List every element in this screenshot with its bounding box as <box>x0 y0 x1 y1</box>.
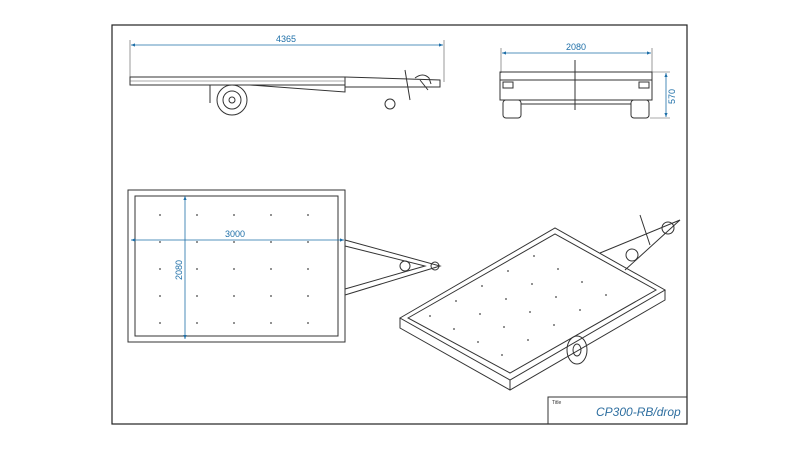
deck-rivet <box>233 322 235 324</box>
deck-rivet <box>477 341 479 343</box>
deck-rivet <box>507 270 509 272</box>
deck-rivet <box>533 255 535 257</box>
deck-rivet <box>453 328 455 330</box>
top-length-dimension: 3000 <box>225 229 245 239</box>
deck-rivet <box>270 322 272 324</box>
rear-height-dimension: 570 <box>667 89 677 104</box>
side-wheel <box>216 84 248 116</box>
deck-rivet <box>307 295 309 297</box>
deck-rivet <box>429 315 431 317</box>
deck-rivet <box>501 354 503 356</box>
deck-rivet <box>233 295 235 297</box>
rear-width-dimension: 2080 <box>566 42 586 52</box>
deck-rivet <box>270 295 272 297</box>
deck-rivet <box>505 298 507 300</box>
deck-rivet <box>196 268 198 270</box>
deck-rivet <box>159 241 161 243</box>
top-width-dimension: 2080 <box>174 260 184 280</box>
deck-rivet <box>196 241 198 243</box>
deck-rivet <box>527 339 529 341</box>
deck-rivet <box>481 285 483 287</box>
deck-rivet <box>581 281 583 283</box>
deck-rivet <box>196 214 198 216</box>
side-length-dimension: 4365 <box>276 34 296 44</box>
title-value: CP300-RB/drop <box>596 405 681 419</box>
rear-view: 2080 570 <box>499 42 677 119</box>
deck-rivet <box>479 313 481 315</box>
deck-rivet <box>557 268 559 270</box>
deck-rivet <box>579 309 581 311</box>
deck-rivet <box>553 324 555 326</box>
deck-rivet <box>455 300 457 302</box>
iso-wheel <box>566 335 588 365</box>
deck-rivet <box>233 268 235 270</box>
title-block: Title CP300-RB/drop <box>547 396 687 424</box>
deck-rivet <box>270 241 272 243</box>
deck-rivet <box>503 326 505 328</box>
deck-rivet <box>531 283 533 285</box>
deck-rivet <box>196 322 198 324</box>
side-view: 4365 <box>129 34 445 116</box>
deck-rivet <box>605 294 607 296</box>
deck-rivet <box>307 214 309 216</box>
deck-rivet <box>159 322 161 324</box>
deck-rivet <box>555 296 557 298</box>
deck-rivet <box>307 268 309 270</box>
deck-rivet <box>233 214 235 216</box>
deck-rivet <box>233 241 235 243</box>
top-view: 3000 2080 <box>127 189 442 343</box>
deck-rivet <box>307 322 309 324</box>
deck-rivet <box>529 311 531 313</box>
deck-rivet <box>270 214 272 216</box>
deck-rivet <box>307 241 309 243</box>
deck-rivet <box>159 295 161 297</box>
isometric-view <box>398 214 681 391</box>
deck-rivet <box>159 268 161 270</box>
title-label: Title <box>552 400 561 406</box>
drawing-frame <box>111 24 688 425</box>
deck-rivet <box>159 214 161 216</box>
deck-rivet <box>270 268 272 270</box>
deck-rivet <box>196 295 198 297</box>
